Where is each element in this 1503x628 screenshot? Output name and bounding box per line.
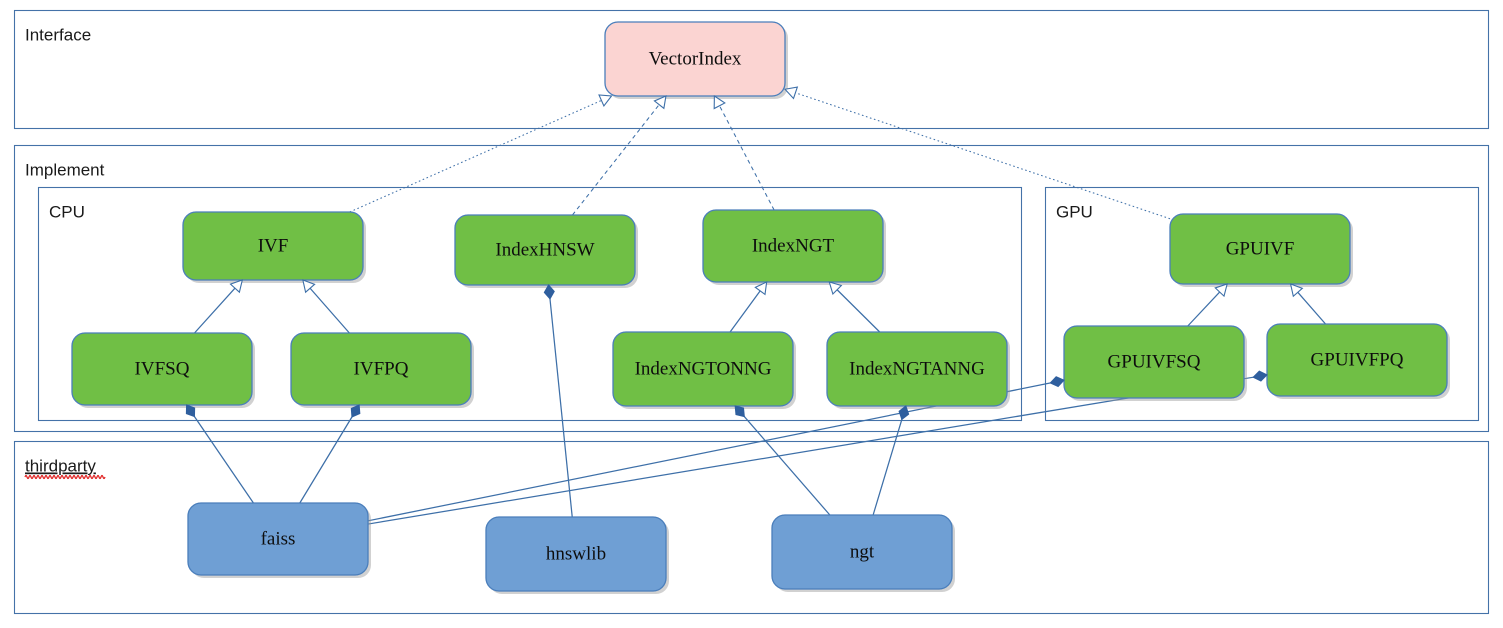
marker-filled-diamond-faiss-gpuivfpq <box>1252 370 1268 382</box>
group-label-cpu: CPU <box>49 202 85 221</box>
edge-ngt-to-indexngtanng <box>872 418 903 516</box>
node-label-hnswlib: hnswlib <box>546 543 606 564</box>
edge-gpuivf-to-vectorindex <box>795 92 1171 220</box>
marker-hollow-triangle-gpuivfsq-gpuivf <box>1214 283 1228 298</box>
node-label-faiss: faiss <box>261 528 296 549</box>
edge-faiss-to-ivfsq <box>193 415 254 504</box>
spellcheck-underline <box>24 474 106 480</box>
edge-indexhnsw-to-vectorindex <box>572 104 660 216</box>
node-label-ivf: IVF <box>258 235 289 256</box>
edge-faiss-to-ivfpq <box>299 415 353 504</box>
marker-hollow-triangle-indexhnsw-vectorindex <box>653 95 667 110</box>
class-node-ivfsq[interactable]: IVFSQ <box>71 332 255 408</box>
group-label-implement: Implement <box>25 160 105 179</box>
node-box-ivf[interactable] <box>182 211 364 281</box>
class-node-gpuivf[interactable]: GPUIVF <box>1169 213 1353 287</box>
node-box-indexhnsw[interactable] <box>454 214 636 286</box>
edge-ivfsq-to-ivf <box>194 287 236 334</box>
edge-indexngtonng-to-indexngt <box>729 290 761 333</box>
marker-filled-diamond-faiss-gpuivfsq <box>1049 376 1065 388</box>
edge-indexngtanng-to-indexngt <box>836 289 881 333</box>
class-node-vectorindex[interactable]: VectorIndex <box>604 21 788 99</box>
class-node-indexhnsw[interactable]: IndexHNSW <box>454 214 638 288</box>
node-box-hnswlib[interactable] <box>485 516 667 592</box>
edge-ivfpq-to-ivf <box>309 287 350 334</box>
marker-hollow-triangle-ivf-vectorindex <box>598 94 613 108</box>
edge-gpuivfsq-to-gpuivf <box>1187 291 1221 327</box>
edge-hnswlib-to-indexhnsw <box>549 297 573 518</box>
node-box-indexngtanng[interactable] <box>826 331 1008 407</box>
group-label-interface: Interface <box>25 25 91 44</box>
edge-ngt-to-indexngtonng <box>743 415 831 516</box>
marker-hollow-triangle-indexngtonng-indexngt <box>754 281 768 296</box>
node-box-vectorindex[interactable] <box>604 21 786 97</box>
node-label-ngt: ngt <box>850 541 875 562</box>
edge-markers-layer <box>185 86 1304 421</box>
group-label-thirdparty: thirdparty <box>25 456 96 475</box>
node-box-gpuivfpq[interactable] <box>1266 323 1448 397</box>
edge-indexngt-to-vectorindex <box>719 105 775 211</box>
node-label-gpuivfpq: GPUIVFPQ <box>1311 349 1404 370</box>
node-label-vectorindex: VectorIndex <box>649 48 742 69</box>
edge-gpuivfpq-to-gpuivf <box>1297 291 1327 325</box>
marker-filled-diamond-hnswlib-indexhnsw <box>543 284 555 300</box>
node-label-gpuivfsq: GPUIVFSQ <box>1108 351 1201 372</box>
node-label-ivfpq: IVFPQ <box>354 358 409 379</box>
node-label-indexhnsw: IndexHNSW <box>495 239 594 260</box>
node-box-indexngtonng[interactable] <box>612 331 794 407</box>
marker-filled-diamond-faiss-ivfsq <box>185 404 196 418</box>
marker-hollow-triangle-gpuivf-vectorindex <box>783 86 799 100</box>
node-box-ivfpq[interactable] <box>290 332 472 406</box>
edge-faiss-to-gpuivfpq <box>367 376 1255 525</box>
group-label-gpu: GPU <box>1056 202 1093 221</box>
marker-hollow-triangle-gpuivfpq-gpuivf <box>1289 283 1304 298</box>
class-node-ngt[interactable]: ngt <box>771 514 955 592</box>
marker-hollow-triangle-ivfsq-ivf <box>229 279 244 294</box>
node-box-ngt[interactable] <box>771 514 953 590</box>
node-box-ivfsq[interactable] <box>71 332 253 406</box>
class-node-ivf[interactable]: IVF <box>182 211 366 283</box>
class-node-gpuivfsq[interactable]: GPUIVFSQ <box>1063 325 1247 401</box>
class-node-ivfpq[interactable]: IVFPQ <box>290 332 474 408</box>
node-label-gpuivf: GPUIVF <box>1226 238 1295 259</box>
class-node-faiss[interactable]: faiss <box>187 502 371 578</box>
marker-filled-diamond-ngt-indexngtonng <box>734 405 745 418</box>
node-label-indexngtonng: IndexNGTONNG <box>635 358 772 379</box>
class-node-gpuivfpq[interactable]: GPUIVFPQ <box>1266 323 1450 399</box>
node-box-gpuivf[interactable] <box>1169 213 1351 285</box>
node-label-indexngtanng: IndexNGTANNG <box>849 358 985 379</box>
marker-hollow-triangle-ivfpq-ivf <box>302 279 316 294</box>
node-box-faiss[interactable] <box>187 502 369 576</box>
node-box-indexngt[interactable] <box>702 209 884 283</box>
class-node-indexngtanng[interactable]: IndexNGTANNG <box>826 331 1010 409</box>
marker-hollow-triangle-indexngt-vectorindex <box>713 94 726 110</box>
node-label-indexngt: IndexNGT <box>752 235 835 256</box>
marker-filled-diamond-ngt-indexngtanng <box>898 405 910 421</box>
class-node-indexngtonng[interactable]: IndexNGTONNG <box>612 331 796 409</box>
node-box-gpuivfsq[interactable] <box>1063 325 1245 399</box>
marker-filled-diamond-faiss-ivfpq <box>350 404 361 418</box>
class-node-hnswlib[interactable]: hnswlib <box>485 516 669 594</box>
marker-hollow-triangle-indexngtanng-indexngt <box>828 281 843 296</box>
class-node-indexngt[interactable]: IndexNGT <box>702 209 886 285</box>
node-label-ivfsq: IVFSQ <box>135 358 190 379</box>
